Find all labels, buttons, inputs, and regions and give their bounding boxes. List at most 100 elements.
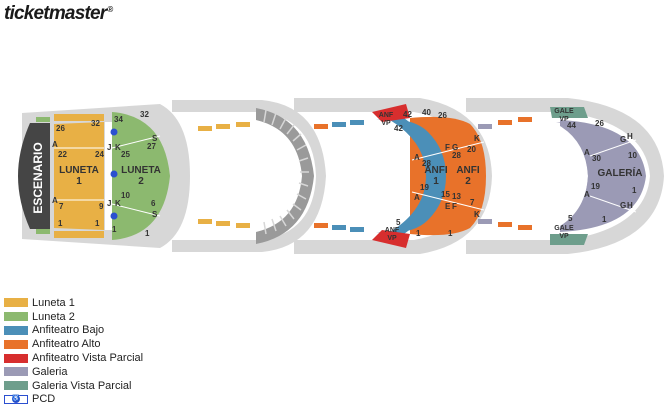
pcd-icon[interactable] [110, 128, 118, 136]
box[interactable] [236, 122, 250, 127]
row-number: 42 [403, 110, 412, 119]
section-galeria-vista-parcial-top[interactable] [550, 107, 588, 118]
box[interactable] [478, 124, 492, 129]
legend-item-galeria: Galeria [4, 365, 143, 379]
registered-mark: ® [107, 4, 113, 14]
section-luneta-1[interactable] [54, 122, 104, 230]
pcd-icon[interactable] [110, 212, 118, 220]
luneta-2-box-top[interactable] [36, 117, 50, 122]
box[interactable] [518, 225, 532, 230]
row-letter: K [474, 210, 480, 219]
anfi-vp-label-bottom: ANF [385, 227, 400, 234]
legend-item-luneta-1: Luneta 1 [4, 296, 143, 310]
anfi-vp-label-top: ANF [379, 112, 394, 119]
row-number: 6 [151, 199, 156, 208]
legend-swatch [4, 339, 28, 349]
row-number: 26 [438, 111, 447, 120]
galeria-vp-label-top-2: VP [559, 116, 569, 123]
row-number: 1 [602, 215, 607, 224]
row-letter: S [152, 210, 158, 219]
row-number: 19 [591, 182, 600, 191]
legend-item-luneta-2: Luneta 2 [4, 310, 143, 324]
legend-swatch [4, 325, 28, 335]
box[interactable] [216, 124, 230, 129]
row-number: 24 [95, 150, 104, 159]
anfi-vp-label-top-2: VP [381, 120, 391, 127]
box[interactable] [332, 225, 346, 230]
row-number: 7 [470, 198, 475, 207]
section-anfi-vista-parcial-top[interactable] [372, 104, 410, 122]
row-letter: F [445, 143, 450, 152]
luneta-1-box-bottom[interactable] [54, 231, 104, 238]
box[interactable] [350, 120, 364, 125]
box[interactable] [498, 120, 512, 125]
row-letter: A [584, 148, 590, 157]
legend-label: Luneta 2 [32, 310, 75, 323]
box[interactable] [216, 221, 230, 226]
row-number: 1 [448, 229, 453, 238]
galeria-name: GALERÍA [598, 166, 643, 179]
pcd-markers [110, 128, 118, 220]
row-letter: G [452, 143, 458, 152]
row-letter: A [52, 140, 58, 149]
mezzanine-seating-unavailable [256, 108, 314, 244]
box[interactable] [478, 219, 492, 224]
stage-label: ESCENARIO [31, 142, 45, 213]
wheelchair-icon: ♿ [12, 395, 20, 404]
row-number: 26 [56, 124, 65, 133]
balcony-boxes-left [314, 120, 364, 232]
box[interactable] [350, 227, 364, 232]
row-number: 1 [112, 225, 117, 234]
legend-swatch [4, 353, 28, 363]
anfi-2-name-number: 2 [465, 176, 471, 187]
row-number: 30 [592, 154, 601, 163]
pcd-icon[interactable] [110, 170, 118, 178]
box[interactable] [314, 124, 328, 129]
venue-seat-map: ESCENARIO LUNETA 1 26 32 22 24 7 9 1 1 A… [18, 98, 664, 254]
box[interactable] [236, 223, 250, 228]
row-number: 7 [59, 202, 64, 211]
legend-swatch [4, 298, 28, 308]
box[interactable] [198, 219, 212, 224]
stage [18, 123, 50, 229]
ticketmaster-logo: ticketmaster® [4, 3, 113, 25]
box[interactable] [198, 126, 212, 131]
box[interactable] [332, 122, 346, 127]
legend-item-pcd: ♿ PCD [4, 393, 143, 407]
box[interactable] [314, 223, 328, 228]
luneta-2-box-bottom[interactable] [36, 229, 50, 234]
section-galeria-vista-parcial-bottom[interactable] [550, 234, 588, 245]
mezzanine-boxes [198, 122, 250, 228]
row-number: 10 [628, 151, 637, 160]
legend-label: Anfiteatro Vista Parcial [32, 352, 144, 365]
pcd-aisle [105, 122, 112, 230]
section-anfi-vista-parcial-bottom[interactable] [372, 230, 410, 248]
row-number: 32 [91, 119, 100, 128]
legend-label: Anfiteatro Alto [32, 338, 101, 351]
anfi-vp-label-bottom-2: VP [387, 235, 397, 242]
logo-text: ticketmaster [4, 3, 107, 24]
row-number: 1 [58, 219, 63, 228]
box[interactable] [498, 222, 512, 227]
galeria-vp-label-bottom: GALE [554, 225, 574, 232]
section-galeria-main[interactable] [560, 120, 646, 232]
anfi-1-outer-band[interactable] [390, 118, 440, 234]
row-letter: E [445, 202, 451, 211]
row-number: 1 [416, 229, 421, 238]
anfi-1-name: ANFI [424, 165, 448, 176]
row-number: 9 [99, 202, 104, 211]
row-letter: A [414, 153, 420, 162]
row-number: 15 [441, 190, 450, 199]
row-number: 40 [422, 108, 431, 117]
legend-swatch [4, 367, 28, 377]
luneta-1-box-top[interactable] [54, 114, 104, 121]
legend-label: Luneta 1 [32, 296, 75, 309]
galeria-aisles [589, 139, 637, 213]
row-letter: H [627, 132, 633, 141]
box[interactable] [518, 117, 532, 122]
row-letter: G [620, 201, 626, 210]
legend-item-anfiteatro-bajo: Anfiteatro Bajo [4, 324, 143, 338]
row-letter: J [107, 199, 111, 208]
legend-swatch [4, 312, 28, 322]
row-number: 44 [567, 121, 576, 130]
